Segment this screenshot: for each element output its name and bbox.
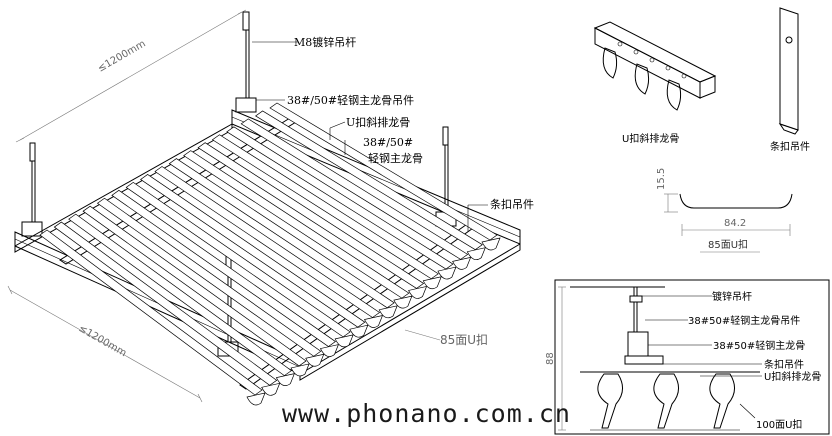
strip-panel — [168, 158, 395, 309]
clip-tooth — [408, 285, 428, 299]
section-height: 88 — [545, 352, 556, 365]
strip-panel — [269, 102, 498, 241]
section-strip-hanger: 条扣吊件 — [764, 358, 804, 371]
clip-tooth — [349, 324, 369, 338]
clip-tooth — [305, 353, 325, 367]
clip-tooth — [246, 392, 266, 406]
strip-hanger-part — [778, 7, 799, 135]
clip-tooth — [378, 305, 398, 319]
strip-panel — [96, 197, 322, 357]
panel-profile — [664, 193, 793, 253]
dimension-top: ≤1200mm — [96, 38, 148, 74]
strip-panel — [53, 221, 278, 386]
label-main-keel-1: 38#/50# — [363, 136, 413, 149]
section-frame — [554, 279, 830, 435]
u-clip-part-label: U扣斜排龙骨 — [622, 132, 679, 145]
section-view — [558, 286, 762, 431]
clip-tooth — [363, 315, 384, 328]
clip-tooth — [393, 295, 413, 309]
clip-tooth — [290, 363, 310, 377]
profile-height: 15.5 — [656, 168, 667, 190]
strip-panel — [240, 118, 469, 260]
strip-panel — [111, 189, 337, 347]
dimension-bottom: ≤1200mm — [77, 323, 129, 359]
clip-tooth — [261, 382, 281, 396]
strip-panel — [183, 150, 410, 299]
strip-panel — [254, 110, 483, 251]
profile-label: 85面U扣 — [708, 238, 748, 251]
section-main-keel: 38#50#轻钢主龙骨 — [713, 339, 805, 352]
label-rod: M8镀锌吊杆 — [294, 35, 356, 49]
u-clip-teeth — [246, 237, 501, 406]
dimension-lines — [7, 9, 247, 403]
label-main-keel-2: 轻钢主龙骨 — [368, 151, 423, 165]
label-panel: 85面U扣 — [440, 333, 488, 347]
section-rod: 镀锌吊杆 — [712, 290, 752, 303]
section-u-clip: U扣斜排龙骨 — [764, 370, 821, 383]
strip-panel — [68, 213, 292, 377]
clip-tooth — [319, 344, 340, 357]
strip-panel — [82, 205, 307, 367]
label-u-clip: U扣斜排龙骨 — [346, 115, 410, 129]
clip-tooth — [481, 237, 501, 251]
u-clip-part — [593, 21, 717, 111]
section-main-hanger: 38#50#轻钢主龙骨吊件 — [688, 314, 800, 327]
strip-panel — [39, 229, 263, 396]
strip-panel — [140, 174, 366, 328]
strip-panel — [125, 181, 351, 338]
clip-tooth — [275, 373, 295, 386]
strip-panel — [226, 126, 454, 270]
isometric-assembly: M8镀锌吊杆 38#/50#轻钢主龙骨吊件 U扣斜排龙骨 38#/50# 轻钢主… — [7, 9, 534, 406]
strip-hanger-part-label: 条扣吊件 — [770, 140, 810, 153]
clip-tooth — [422, 276, 442, 290]
clip-tooth — [334, 334, 354, 348]
watermark: www.phonano.com.cn — [282, 399, 571, 428]
strip-panel — [154, 166, 381, 318]
clip-tooth — [452, 256, 472, 270]
strip-panels — [39, 102, 498, 396]
clip-tooth — [466, 247, 486, 261]
strip-panel — [211, 134, 439, 280]
label-strip-hanger: 条扣吊件 — [490, 197, 534, 211]
strip-panel — [197, 142, 425, 289]
clip-tooth — [437, 266, 457, 280]
profile-width: 84.2 — [724, 218, 746, 229]
leader-lines — [252, 41, 488, 341]
section-panel: 100面U扣 — [756, 418, 802, 431]
label-main-hanger: 38#/50#轻钢主龙骨吊件 — [287, 93, 414, 107]
